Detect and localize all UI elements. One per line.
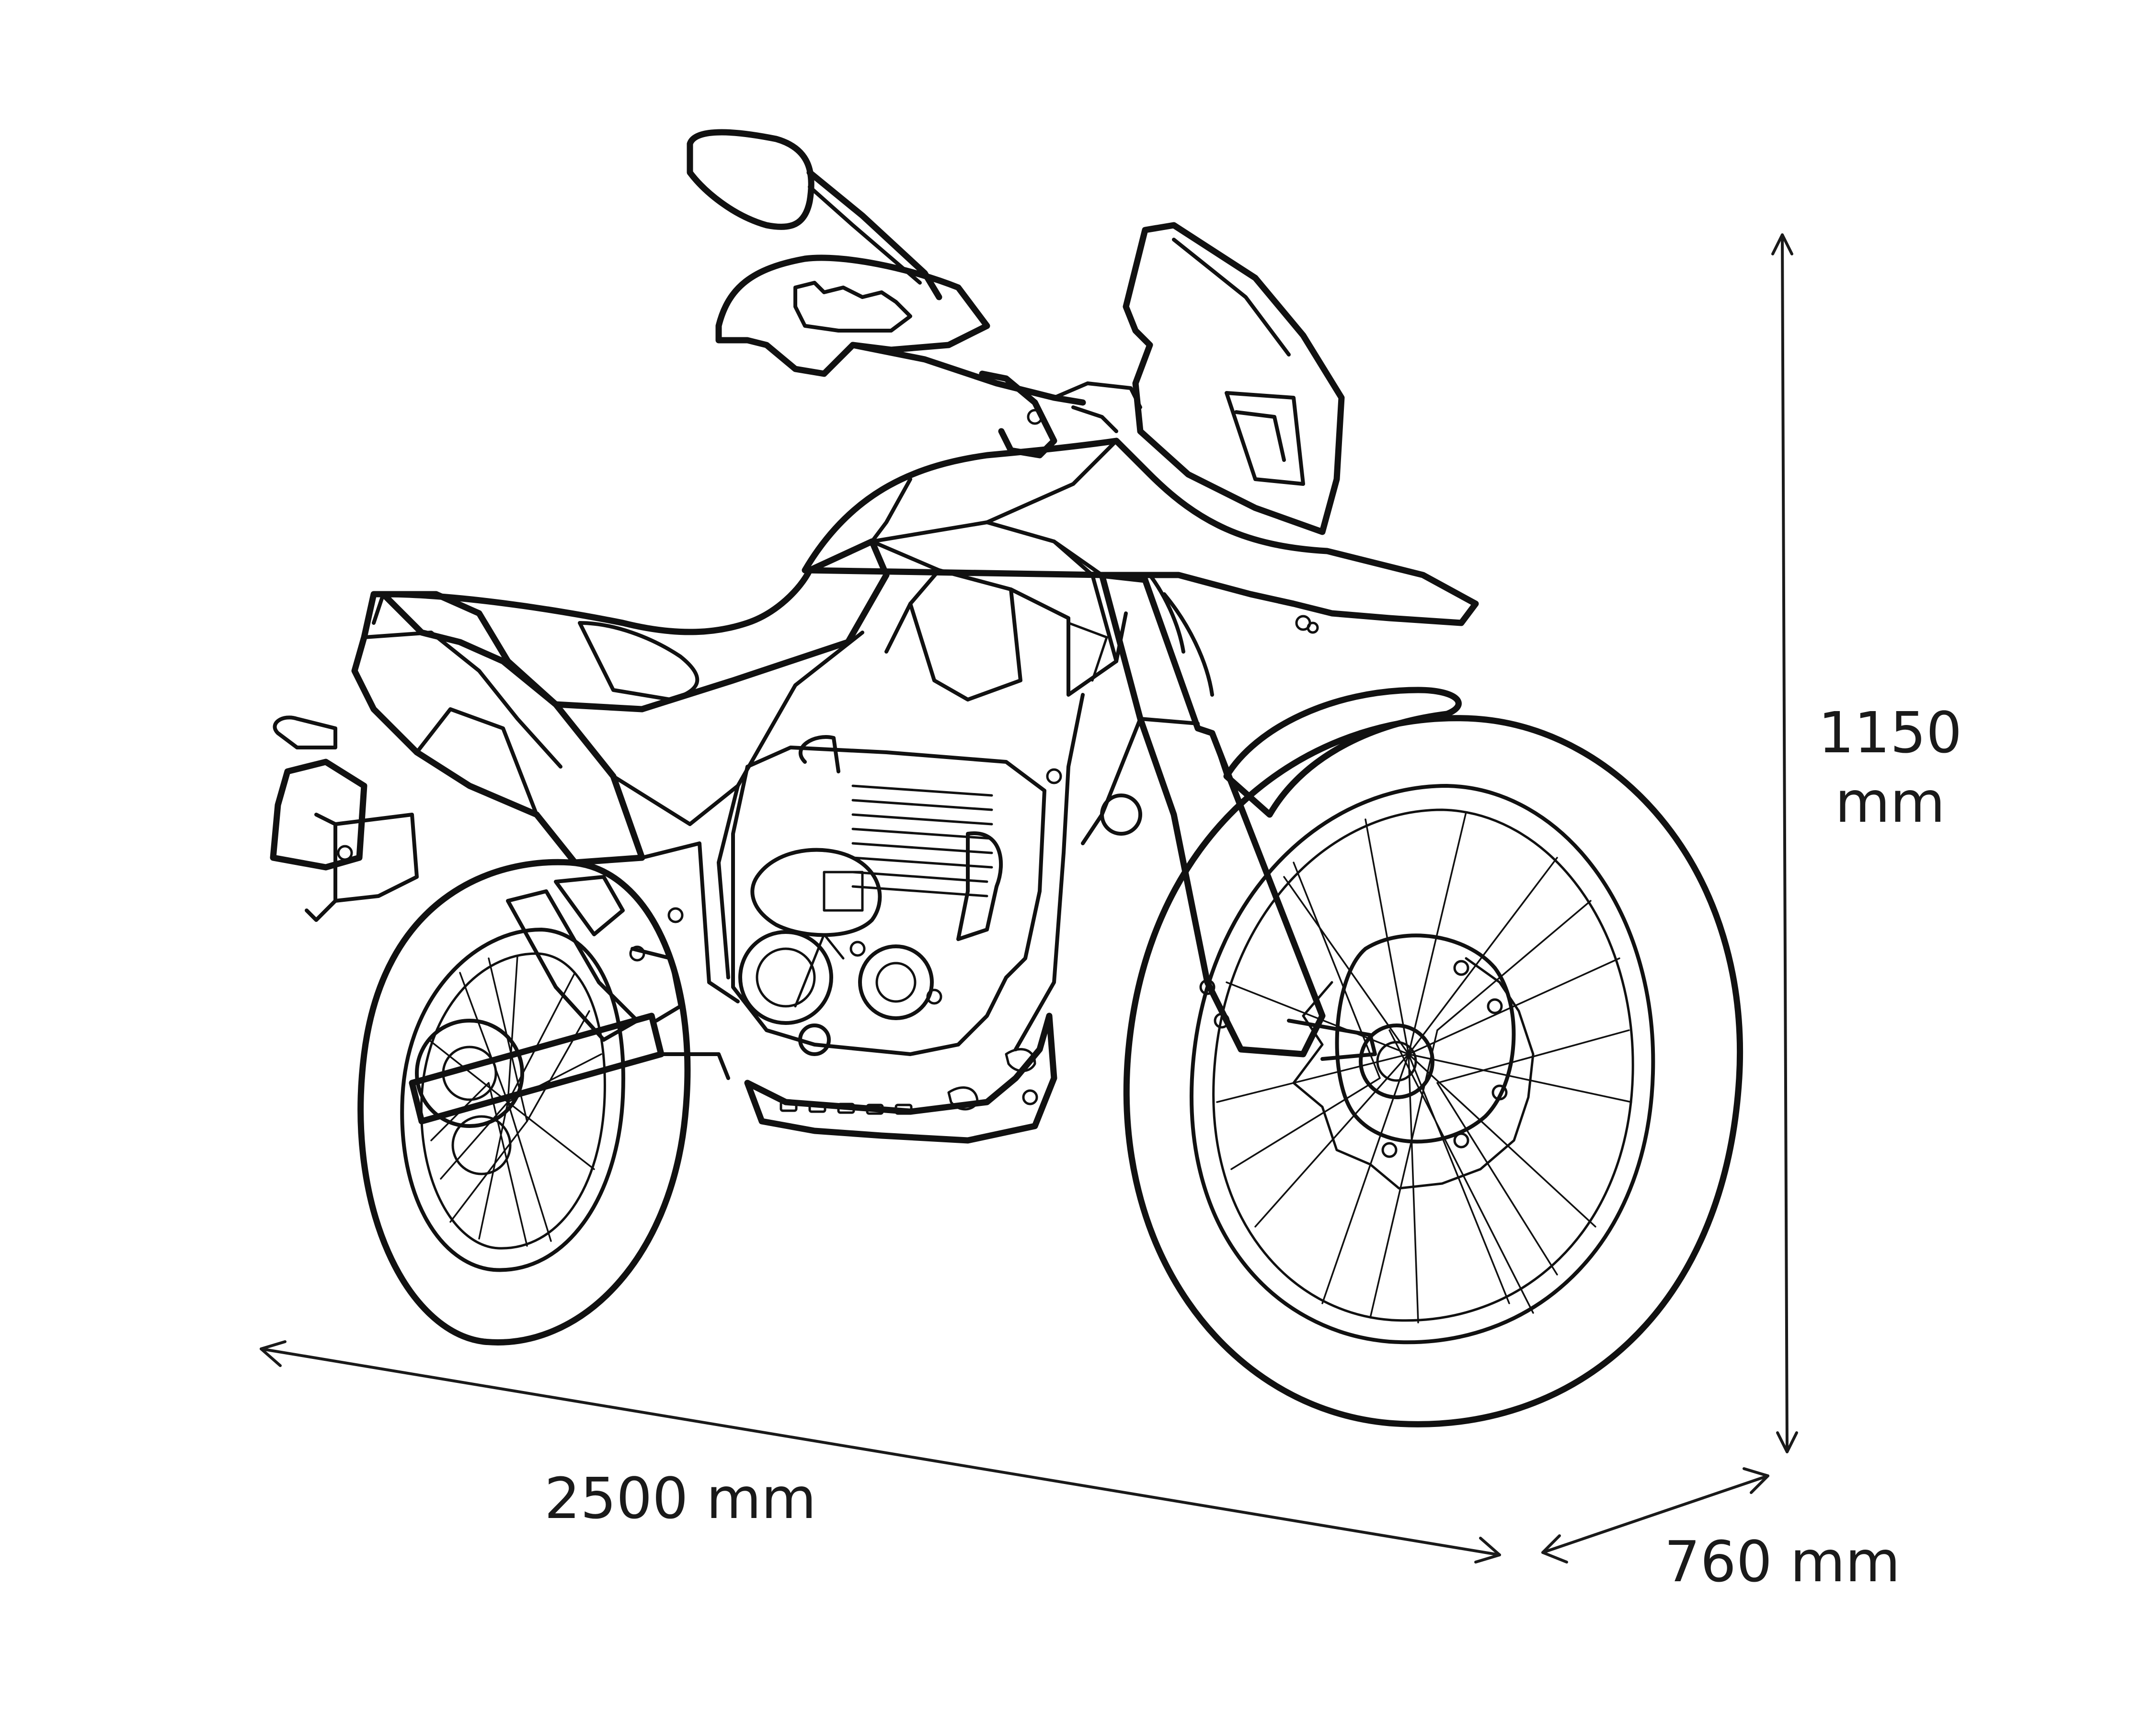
length-arrowhead-right bbox=[1474, 1537, 1501, 1564]
height-arrowhead-bottom bbox=[1776, 1431, 1798, 1453]
frame bbox=[611, 611, 1142, 1051]
front-fork bbox=[1099, 572, 1377, 1061]
length-label: 2500 mm bbox=[544, 1465, 816, 1531]
height-value-label: 1150 bbox=[1818, 700, 1962, 766]
width-arrowhead-right bbox=[1743, 1467, 1769, 1494]
swingarm bbox=[409, 875, 730, 1125]
height-unit-label: mm bbox=[1835, 769, 1945, 835]
width-arrow-line bbox=[1541, 1474, 1769, 1554]
height-arrowhead-top bbox=[1771, 233, 1793, 255]
height-dimension: 1150 mm bbox=[1771, 233, 1962, 1453]
front-fender bbox=[1223, 687, 1462, 818]
front-misc bbox=[1100, 573, 1319, 836]
engine bbox=[731, 735, 1046, 1056]
width-label: 760 mm bbox=[1664, 1529, 1901, 1595]
motorcycle-drawing bbox=[270, 129, 1743, 1427]
width-arrowhead-left bbox=[1541, 1534, 1568, 1564]
tail-section bbox=[351, 591, 645, 866]
seat bbox=[380, 538, 890, 713]
skid-plate bbox=[744, 1012, 1057, 1144]
fuel-tank bbox=[802, 437, 1479, 702]
width-dimension: 760 mm bbox=[1541, 1467, 1901, 1595]
height-arrow-line bbox=[1781, 233, 1789, 1453]
front-wheel bbox=[1123, 715, 1743, 1427]
license-plate-bracket bbox=[270, 715, 419, 922]
length-dimension: 2500 mm bbox=[260, 1340, 1501, 1564]
length-arrowhead-left bbox=[260, 1340, 287, 1367]
length-arrow-line bbox=[260, 1347, 1501, 1556]
handlebars bbox=[687, 129, 1142, 459]
windscreen bbox=[1123, 222, 1345, 535]
rear-wheel bbox=[357, 859, 691, 1346]
